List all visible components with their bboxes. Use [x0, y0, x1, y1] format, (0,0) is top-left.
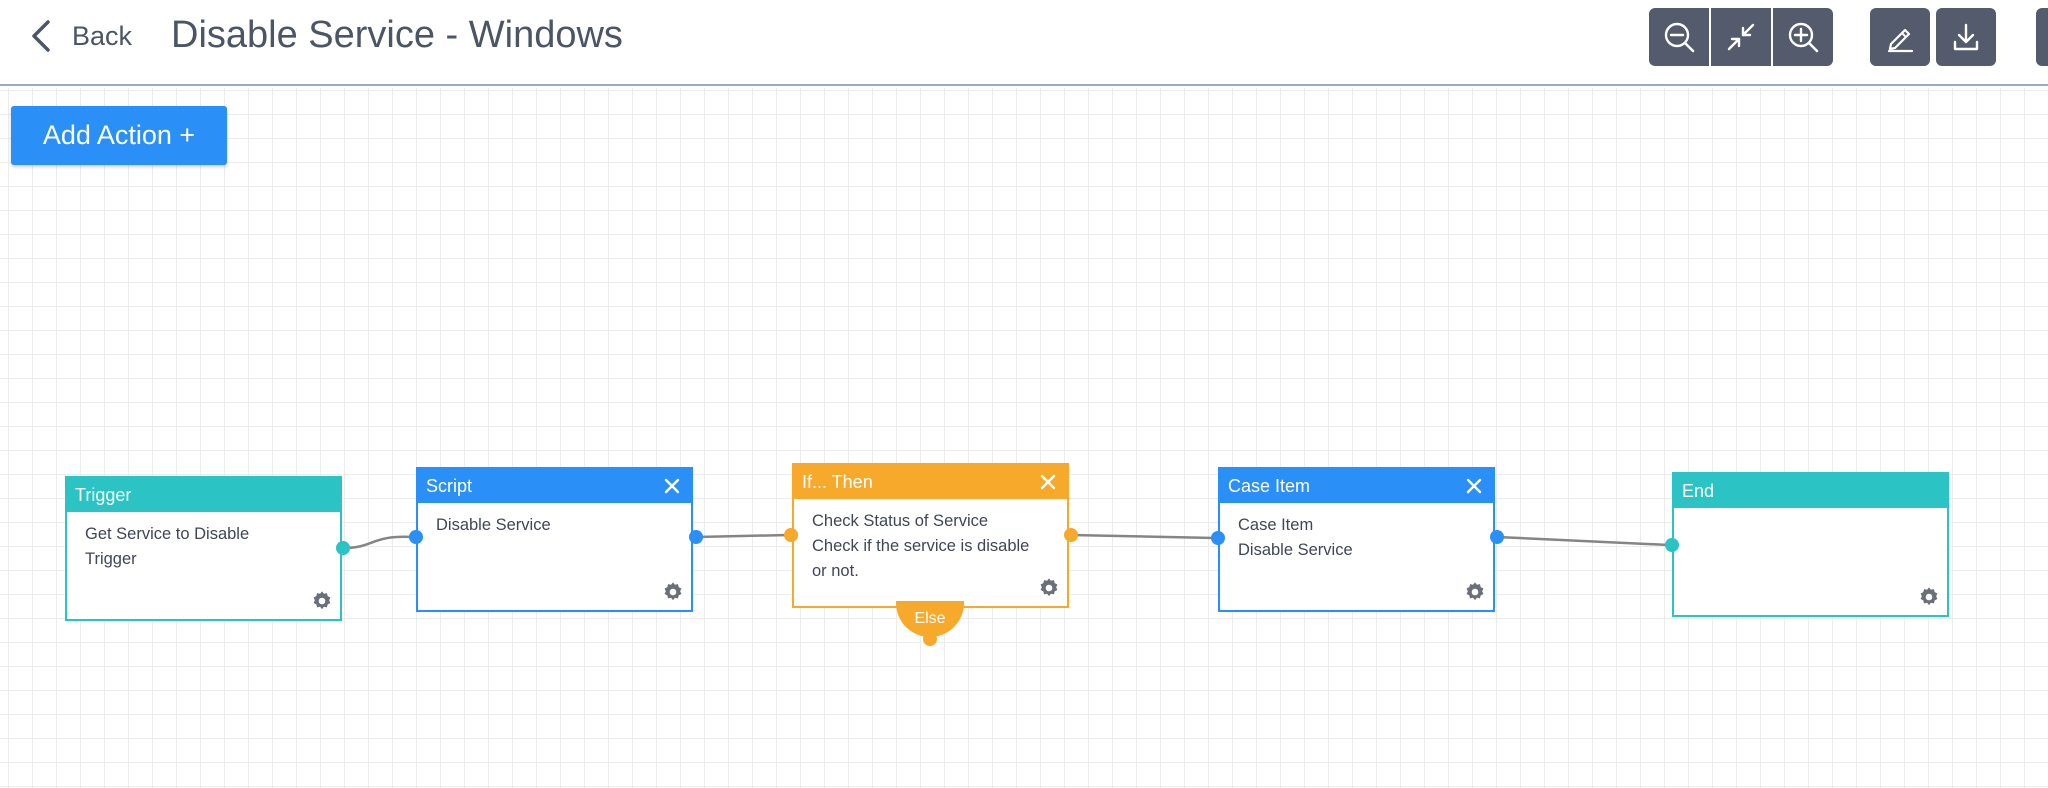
node-case-item-input-port[interactable]	[1211, 531, 1225, 545]
download-button[interactable]	[1936, 8, 1996, 66]
fit-to-screen-button[interactable]	[1709, 8, 1771, 66]
gear-icon[interactable]	[1918, 586, 1940, 608]
node-trigger-line: Get Service to Disable	[85, 525, 250, 543]
node-trigger-line: Trigger	[85, 550, 137, 568]
zoom-out-button[interactable]	[1649, 8, 1709, 66]
close-icon[interactable]	[1037, 471, 1059, 493]
node-if-then-title: If... Then	[794, 465, 1067, 499]
zoom-in-button[interactable]	[1771, 8, 1833, 66]
node-if-then-line: Check Status of Service	[812, 512, 989, 530]
chevron-left-icon	[32, 20, 50, 52]
workflow-canvas[interactable]	[0, 88, 2048, 788]
node-if-then[interactable]: If... Then Check Status of Service Check…	[792, 463, 1069, 608]
node-trigger-body: Get Service to Disable Trigger	[67, 512, 340, 582]
else-branch-port[interactable]	[923, 632, 937, 646]
node-script-line: Disable Service	[436, 516, 551, 534]
node-case-item-title-text: Case Item	[1228, 475, 1311, 496]
node-trigger[interactable]: Trigger Get Service to Disable Trigger	[65, 476, 342, 621]
node-trigger-title: Trigger	[67, 478, 340, 512]
node-if-then-output-port[interactable]	[1064, 528, 1078, 542]
node-script[interactable]: Script Disable Service	[416, 467, 693, 612]
pencil-icon	[1887, 28, 1914, 53]
download-icon	[1953, 23, 1979, 51]
compress-icon	[1727, 23, 1755, 51]
zoom-controls	[1649, 8, 1833, 66]
node-case-item-line: Disable Service	[1238, 541, 1353, 559]
node-case-item-title: Case Item	[1220, 469, 1493, 503]
node-script-output-port[interactable]	[689, 530, 703, 544]
close-icon[interactable]	[1463, 475, 1485, 497]
node-case-item[interactable]: Case Item Case Item Disable Service	[1218, 467, 1495, 612]
gear-icon[interactable]	[311, 590, 333, 612]
node-case-item-body: Case Item Disable Service	[1220, 503, 1493, 573]
zoom-out-icon	[1664, 22, 1695, 53]
top-bar: Back Disable Service - Windows	[0, 0, 2048, 86]
back-label: Back	[72, 20, 133, 51]
gear-icon[interactable]	[662, 581, 684, 603]
gear-icon[interactable]	[1464, 581, 1486, 603]
node-script-input-port[interactable]	[409, 530, 423, 544]
gear-icon[interactable]	[1038, 577, 1060, 599]
edit-controls	[1870, 8, 1930, 66]
node-case-item-line: Case Item	[1238, 516, 1314, 534]
node-script-body: Disable Service	[418, 503, 691, 548]
back-button[interactable]: Back	[28, 16, 132, 56]
download-controls	[1936, 8, 1996, 66]
node-case-item-output-port[interactable]	[1490, 530, 1504, 544]
node-trigger-output-port[interactable]	[336, 541, 350, 555]
more-button[interactable]	[2036, 8, 2048, 66]
close-icon[interactable]	[661, 475, 683, 497]
page-title: Disable Service - Windows	[171, 14, 623, 56]
zoom-in-icon	[1788, 22, 1819, 53]
node-if-then-line: Check if the service is disable	[812, 537, 1030, 555]
node-if-then-title-text: If... Then	[802, 471, 873, 492]
node-if-then-body: Check Status of Service Check if the ser…	[794, 499, 1067, 594]
node-end[interactable]: End	[1672, 472, 1949, 617]
edit-button[interactable]	[1870, 8, 1930, 66]
node-if-then-line: or not.	[812, 562, 859, 580]
node-if-then-input-port[interactable]	[784, 528, 798, 542]
node-end-input-port[interactable]	[1665, 538, 1679, 552]
node-script-title: Script	[418, 469, 691, 503]
node-end-body	[1674, 508, 1947, 528]
add-action-button[interactable]: Add Action +	[11, 106, 227, 165]
node-end-title: End	[1674, 474, 1947, 508]
node-script-title-text: Script	[426, 475, 473, 496]
